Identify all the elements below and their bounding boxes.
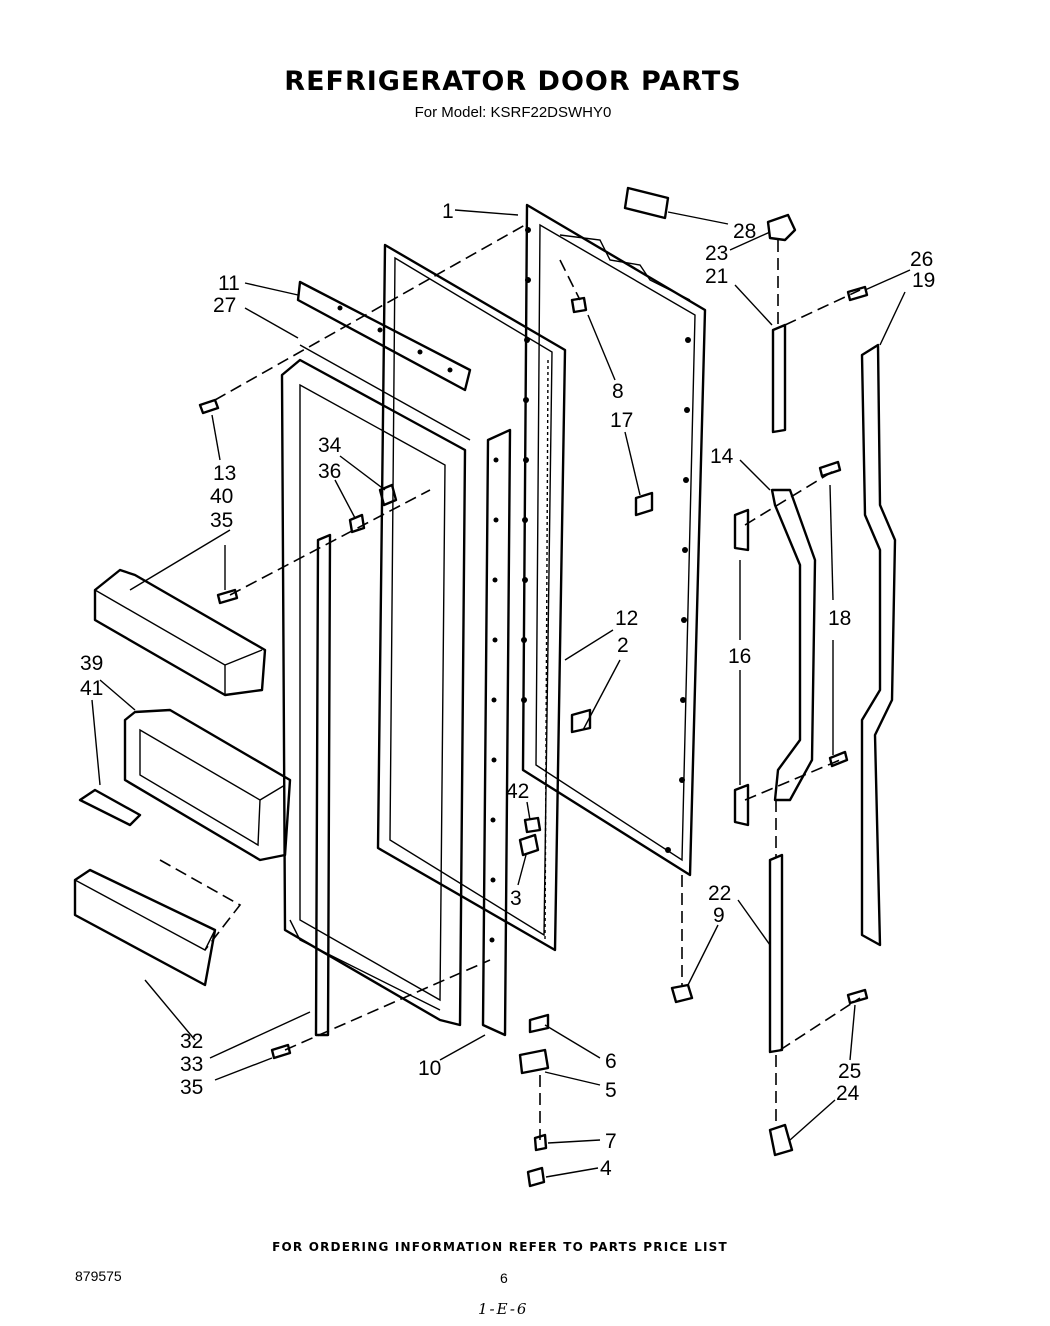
upper-hinge-plate xyxy=(771,323,787,434)
callout-35b: 35 xyxy=(180,1076,203,1099)
callout-3: 3 xyxy=(510,887,522,910)
hinge-bracket-11 xyxy=(296,280,472,392)
lower-hinge-plate xyxy=(768,853,784,1054)
label-28 xyxy=(623,186,670,220)
callout-17: 17 xyxy=(610,409,633,432)
callout-labels: 1 28 23 21 26 19 11 27 8 17 13 40 35 34 … xyxy=(80,200,935,1180)
handle-spacer-top xyxy=(733,508,750,552)
dispenser-housing xyxy=(123,708,292,862)
callout-10: 10 xyxy=(418,1057,441,1080)
callout-14: 14 xyxy=(710,445,734,468)
callout-2: 2 xyxy=(617,634,629,657)
callout-6: 6 xyxy=(605,1050,617,1073)
leader-lines xyxy=(91,209,911,1178)
page-title: REFRIGERATOR DOOR PARTS xyxy=(284,66,742,97)
hinge-cap xyxy=(766,213,797,242)
trim-strip-33 xyxy=(314,533,332,1037)
page-number: 6 xyxy=(500,1270,508,1286)
callout-40: 40 xyxy=(210,485,233,508)
door-handle xyxy=(770,488,817,802)
callout-11: 11 xyxy=(218,272,240,295)
callout-32: 32 xyxy=(180,1030,203,1053)
callout-5: 5 xyxy=(605,1079,617,1102)
callout-28: 28 xyxy=(733,220,756,243)
callout-42: 42 xyxy=(506,780,529,803)
inner-door-liner xyxy=(280,344,471,1027)
callout-23: 23 xyxy=(705,242,728,265)
callout-26: 26 xyxy=(910,248,933,271)
callout-33: 33 xyxy=(180,1053,203,1076)
callout-21: 21 xyxy=(705,265,728,288)
callout-4: 4 xyxy=(600,1157,612,1180)
callout-35a: 35 xyxy=(210,509,233,532)
callout-1: 1 xyxy=(442,200,454,223)
callout-24: 24 xyxy=(836,1082,860,1105)
outer-door-panel xyxy=(521,203,707,877)
assembly-lines xyxy=(159,224,861,1140)
page-reference: 1-E-6 xyxy=(478,1300,529,1318)
model-subtitle: For Model: KSRF22DSWHY0 xyxy=(414,104,612,121)
door-gasket xyxy=(376,243,567,952)
callout-41: 41 xyxy=(80,677,103,700)
callout-8: 8 xyxy=(612,380,624,403)
breaker-strip xyxy=(481,428,512,1037)
handle-spacer-bottom xyxy=(733,783,750,827)
drip-tray xyxy=(78,788,142,827)
callout-19: 19 xyxy=(912,269,935,292)
callout-18: 18 xyxy=(828,607,851,630)
callout-22: 22 xyxy=(708,882,731,905)
callout-12: 12 xyxy=(615,607,638,630)
door-shelf-bin xyxy=(93,568,267,697)
callout-7: 7 xyxy=(605,1130,617,1153)
callout-27: 27 xyxy=(213,294,236,317)
fasteners xyxy=(198,285,869,1188)
callout-16: 16 xyxy=(728,645,751,668)
handle-trim xyxy=(860,343,897,947)
lower-hinge xyxy=(768,1123,794,1157)
callout-34: 34 xyxy=(318,434,342,457)
callout-9: 9 xyxy=(713,904,725,927)
ordering-note: FOR ORDERING INFORMATION REFER TO PARTS … xyxy=(272,1240,728,1254)
callout-25: 25 xyxy=(838,1060,861,1083)
callout-13: 13 xyxy=(213,462,236,485)
callout-39: 39 xyxy=(80,652,103,675)
callout-36: 36 xyxy=(318,460,341,483)
hinge-nut xyxy=(670,983,694,1004)
dispenser-trim xyxy=(73,868,217,987)
document-number: 879575 xyxy=(75,1268,122,1284)
